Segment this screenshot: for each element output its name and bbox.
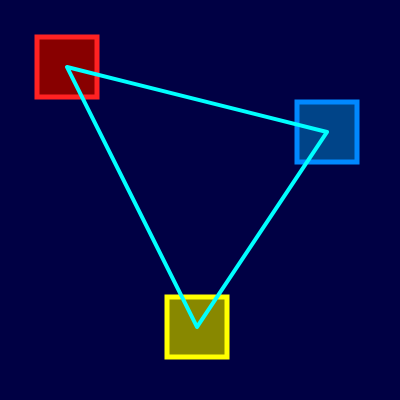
connection-triangle — [65, 65, 329, 329]
